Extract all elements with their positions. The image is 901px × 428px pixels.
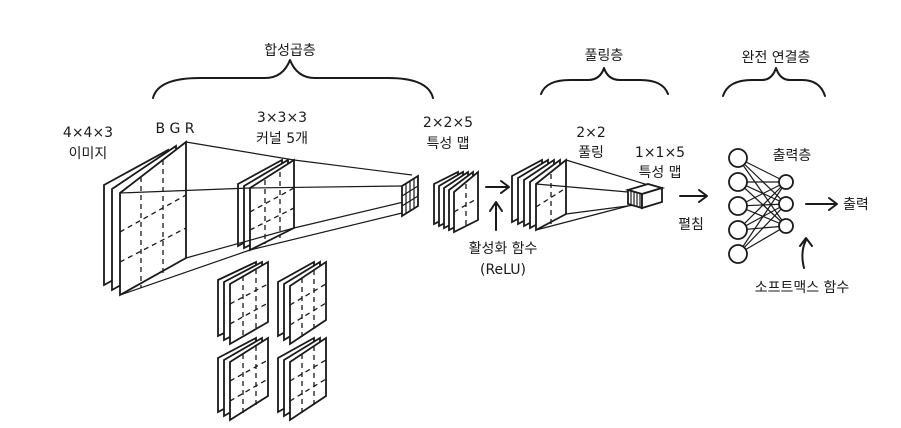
kernel-copy-3 (217, 336, 269, 422)
pool-name-label: 풀링 (578, 145, 604, 161)
conv-output-cell (401, 174, 419, 218)
pool-layer-label: 풀링층 (585, 48, 624, 64)
fc-layer-label: 완전 연결층 (742, 50, 811, 66)
conv-layer-label: 합성곱층 (264, 43, 316, 59)
flatten-arrow (679, 189, 708, 203)
output-label: 출력 (843, 197, 869, 213)
input-image-stack (103, 140, 187, 297)
kernel-copy-1 (217, 260, 269, 346)
kernel-copy-4 (277, 336, 327, 422)
pool-dims-label: 2×2 (576, 125, 606, 141)
pool-layer-brace (540, 67, 669, 95)
input-dims-label: 4×4×3 (63, 125, 113, 141)
bgr-label: B G R (155, 121, 194, 137)
fmap1-dims-label: 2×2×5 (423, 115, 473, 131)
flatten-label: 펼침 (678, 217, 704, 233)
pooling-input-stack (511, 158, 567, 232)
conv-layer-brace (152, 59, 434, 99)
fc-input-nodes (728, 148, 748, 264)
conv-projection-lines (119, 141, 413, 296)
kernel-dims-label: 3×3×3 (257, 110, 307, 126)
softmax-pointer-arrow (799, 237, 813, 269)
fmap2-dims-label: 1×1×5 (635, 145, 685, 161)
activation-name-label: 활성화 함수 (469, 241, 538, 257)
activation-pointer-arrow (489, 201, 503, 231)
output-layer-label: 출력층 (773, 148, 812, 164)
kernel-copy-2 (277, 260, 327, 346)
activation-arrow (485, 180, 510, 194)
input-name-label: 이미지 (69, 146, 108, 162)
feature-map-2-stack (624, 183, 666, 210)
fc-layer-brace (722, 67, 826, 97)
fc-output-nodes (778, 174, 794, 234)
kernel-stack (237, 158, 295, 252)
fmap2-name-label: 특성 맵 (638, 165, 681, 181)
kernel-name-label: 커널 5개 (256, 131, 308, 147)
fmap1-name-label: 특성 맵 (426, 136, 469, 152)
feature-map-1-stack (433, 170, 479, 234)
activation-sub-label: (ReLU) (480, 262, 526, 278)
output-arrow (805, 197, 838, 211)
softmax-label: 소프트맥스 함수 (755, 280, 850, 296)
